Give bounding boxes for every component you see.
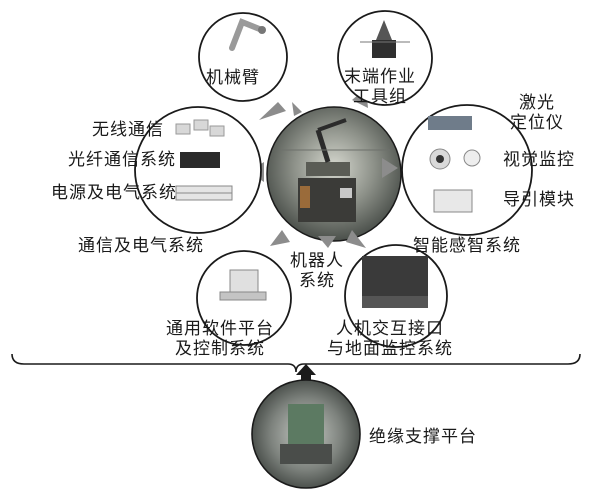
arm-label: 机械臂 xyxy=(206,68,260,88)
comm-item-wireless: 无线通信 xyxy=(92,120,164,140)
software-circle xyxy=(196,250,292,346)
sensing-circle xyxy=(401,104,533,236)
robot-system-photo xyxy=(266,106,402,242)
arrow-to-software xyxy=(270,230,290,246)
hmi-circle xyxy=(344,244,448,348)
comm-item-power: 电源及电气系统 xyxy=(51,183,177,203)
arrow-to-hmi xyxy=(346,230,366,248)
arm-circle xyxy=(198,12,288,102)
insulated-platform-photo xyxy=(251,379,361,489)
sensing-title: 智能感智系统 xyxy=(413,236,521,256)
hmi-label: 人机交互接口 与地面监控系统 xyxy=(327,319,453,359)
arrow-down-center xyxy=(318,236,336,248)
software-label: 通用软件平台 及控制系统 xyxy=(166,319,274,359)
arrow-to-arm xyxy=(259,102,286,120)
end-tools-label: 末端作业 工具组 xyxy=(344,67,416,107)
sensing-item-laser: 激光 定位仪 xyxy=(510,93,564,133)
platform-label: 绝缘支撑平台 xyxy=(369,427,477,447)
comm-power-circle xyxy=(134,106,262,234)
comm-power-title: 通信及电气系统 xyxy=(78,236,204,256)
end-tools-circle xyxy=(337,10,433,106)
arrow-up-left xyxy=(292,102,302,116)
arrow-to-sensing xyxy=(382,158,398,178)
sensing-item-guide: 导引模块 xyxy=(503,190,575,210)
comm-item-fiber: 光纤通信系统 xyxy=(68,150,176,170)
sensing-item-vision: 视觉监控 xyxy=(503,150,575,170)
robot-system-label: 机器人 系统 xyxy=(290,251,344,291)
system-bracket xyxy=(11,353,581,373)
